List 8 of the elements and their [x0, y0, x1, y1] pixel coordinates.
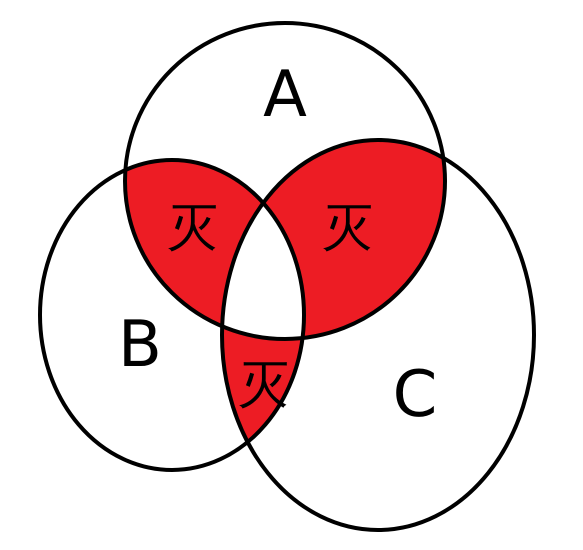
- set-circle: [38, 158, 306, 472]
- set-label: B: [118, 313, 162, 377]
- set-label: A: [263, 63, 307, 127]
- region-label: 灭: [166, 202, 218, 254]
- region-label: 灭: [321, 202, 373, 254]
- region-label: 灭: [237, 359, 289, 411]
- set-circle: [220, 138, 536, 532]
- set-label: C: [392, 363, 438, 427]
